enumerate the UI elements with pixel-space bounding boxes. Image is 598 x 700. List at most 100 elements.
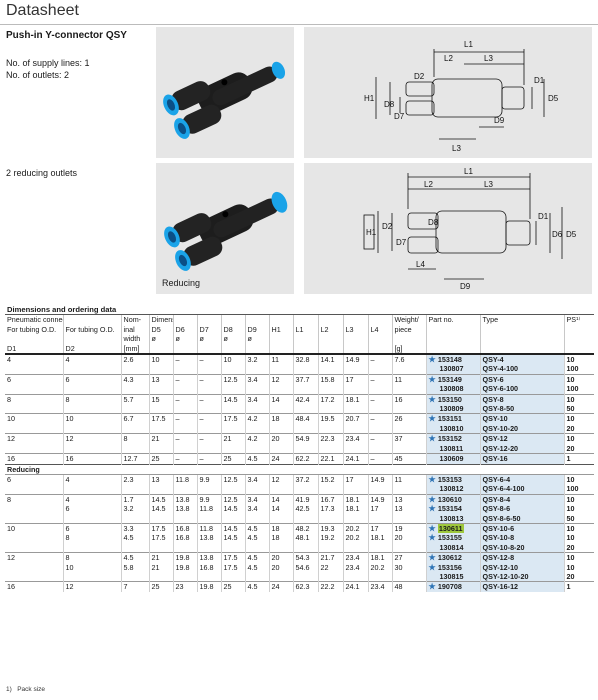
l3-cell: 18.1 xyxy=(342,493,368,505)
d5-cell: 25 xyxy=(148,453,173,464)
d6-cell: – xyxy=(172,433,197,444)
d2-cell xyxy=(62,542,121,553)
d7-cell: – xyxy=(196,353,221,365)
l1-cell: 32.8 xyxy=(292,353,318,365)
nw-cell: 2.6 xyxy=(120,353,149,365)
l1-cell xyxy=(292,484,318,495)
d8-cell xyxy=(220,364,245,375)
nw-cell: 7 xyxy=(120,581,149,592)
d9-cell: 3.4 xyxy=(244,504,269,514)
outlets-text: No. of outlets: 2 xyxy=(6,70,70,80)
d6-cell xyxy=(172,443,197,454)
l2-cell xyxy=(317,484,343,495)
l2-cell xyxy=(317,443,343,454)
h1-cell xyxy=(268,542,293,553)
d8-cell: 12.5 xyxy=(220,493,245,505)
header-cell xyxy=(172,314,197,325)
w-cell: 13 xyxy=(391,493,426,505)
label-d8: D8 xyxy=(384,100,395,109)
l1-cell xyxy=(292,443,318,454)
d9-cell xyxy=(244,443,269,454)
header-cell: ø xyxy=(244,334,269,344)
part-number-cell: 130815 xyxy=(425,571,480,582)
l4-cell: 17 xyxy=(367,522,392,534)
l4-cell: 14.9 xyxy=(367,493,392,505)
l4-cell xyxy=(367,513,392,524)
l1-cell xyxy=(292,404,318,414)
header-cell: D1 xyxy=(5,343,63,356)
l1-cell: 48.4 xyxy=(292,413,318,424)
nw-cell: 5.8 xyxy=(120,562,149,572)
l1-cell xyxy=(292,423,318,434)
d1-cell: 16 xyxy=(5,453,63,464)
header-cell: piece xyxy=(391,324,426,335)
header-cell xyxy=(425,324,480,335)
part-number-cell: ★ 153150 xyxy=(425,393,480,405)
header-cell: D2 xyxy=(62,343,121,356)
w-cell: 13 xyxy=(391,504,426,514)
l4-cell xyxy=(367,443,392,454)
h1-cell: 14 xyxy=(268,393,293,405)
d6-cell: 13.8 xyxy=(172,504,197,514)
part-number: 153153 xyxy=(437,474,462,484)
l2-cell: 15.8 xyxy=(317,373,343,385)
nw-cell: 4.5 xyxy=(120,552,149,563)
d5-cell: 10 xyxy=(148,353,173,365)
l3-cell: 24.1 xyxy=(342,581,368,592)
ps-cell: 10 xyxy=(563,493,595,505)
d7-cell: 9.9 xyxy=(196,493,221,505)
l4-cell xyxy=(367,542,392,553)
d9-cell: 4.5 xyxy=(244,522,269,534)
header-cell xyxy=(425,334,480,344)
h1-cell xyxy=(268,571,293,582)
d9-cell xyxy=(244,384,269,395)
d8-cell: 17.5 xyxy=(220,413,245,424)
d8-cell: 14.5 xyxy=(220,533,245,543)
part-number-cell: 130807 xyxy=(425,364,480,375)
ps-cell: 1 xyxy=(563,581,595,592)
header-cell xyxy=(367,334,392,344)
l3-cell xyxy=(342,443,368,454)
type-cell: QSY-4-100 xyxy=(479,364,564,375)
d8-cell: 25 xyxy=(220,581,245,592)
h1-cell xyxy=(268,484,293,495)
label-d5: D5 xyxy=(548,94,559,103)
part-number: 153149 xyxy=(437,374,462,384)
part-number-cell: ★ 153154 xyxy=(425,504,480,514)
type-cell: QSY-10-6 xyxy=(479,522,564,534)
header-cell: For tubing O.D. xyxy=(7,324,57,334)
reducing-section-row: Reducing xyxy=(5,463,595,475)
d1-cell: 6 xyxy=(5,373,63,385)
part-number: 130810 xyxy=(439,423,464,433)
part-number: 130812 xyxy=(439,484,464,494)
l2-cell: 14.1 xyxy=(317,353,343,365)
header-cell: ø xyxy=(172,334,197,344)
d2-cell xyxy=(62,404,121,414)
type-cell: QSY-8 xyxy=(479,393,564,405)
type-cell: QSY-16 xyxy=(479,453,564,464)
d1-cell xyxy=(5,424,63,434)
d2-cell: 4 xyxy=(62,353,121,365)
ps-cell: 10 xyxy=(563,533,595,543)
l1-cell xyxy=(292,542,318,553)
footnote: 1) Pack size xyxy=(6,686,46,693)
l3-cell: 20.7 xyxy=(342,413,368,424)
type-cell: QSY-6-4-100 xyxy=(479,484,564,495)
ps-cell: 10 xyxy=(563,413,595,424)
header-cell xyxy=(268,314,293,325)
d2-cell xyxy=(62,364,121,375)
d6-cell xyxy=(172,542,197,553)
h1-cell: 24 xyxy=(268,581,293,592)
d7-cell: – xyxy=(196,393,221,405)
part-number-cell: ★ 153155 xyxy=(425,533,480,543)
ps-cell: 10 xyxy=(563,473,595,485)
label-h1: H1 xyxy=(366,228,377,237)
d8-cell xyxy=(220,542,245,553)
star-icon: ★ xyxy=(428,553,438,563)
l2-cell xyxy=(317,542,343,553)
